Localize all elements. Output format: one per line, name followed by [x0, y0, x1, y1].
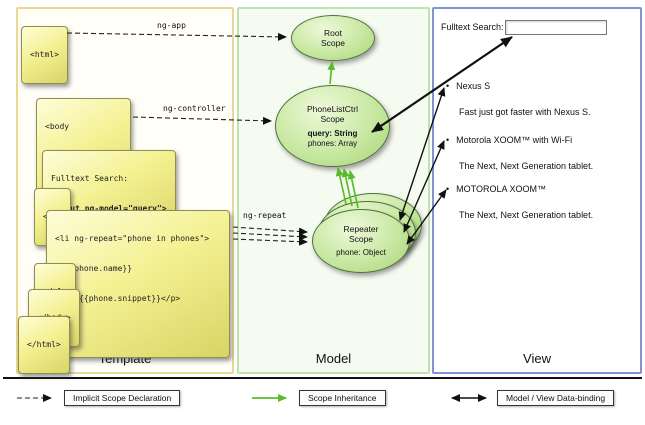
view-item-desc: The Next, Next Generation tablet.	[459, 161, 594, 171]
legend-inheritance: Scope Inheritance	[250, 390, 386, 406]
model-panel-label: Model	[315, 351, 352, 366]
phonelistctrl-scope: PhoneListCtrl Scope query: String phones…	[275, 85, 390, 167]
repeater-scope: Repeater Scope phone: Object	[312, 209, 410, 273]
view-item: Nexus S Fast just got faster with Nexus …	[446, 80, 628, 118]
view-item: Motorola XOOM™ with Wi-Fi The Next, Next…	[446, 134, 628, 172]
scope-prop: phone: Object	[336, 248, 386, 257]
legend-divider	[3, 377, 642, 379]
view-panel-label: View	[523, 351, 551, 366]
legend-binding: Model / View Data-binding	[448, 390, 615, 406]
scope-title-line: Scope	[320, 38, 346, 48]
code-box-html-close: </html>	[18, 316, 70, 374]
legend-label: Scope Inheritance	[299, 390, 386, 406]
view-search-label: Fulltext Search:	[441, 22, 504, 32]
code-line: <li ng-repeat="phone in phones">	[55, 234, 210, 243]
scope-title-line: Repeater	[343, 224, 379, 234]
ng-controller-label: ng-controller	[163, 104, 226, 113]
view-item-title: Motorola XOOM™ with Wi-Fi	[446, 134, 628, 146]
root-scope: Root Scope	[291, 15, 375, 61]
ng-app-label: ng-app	[157, 21, 186, 30]
scope-title-line: PhoneListCtrl	[306, 103, 359, 114]
scope-title-line: Scope	[320, 113, 345, 124]
legend-implicit: Implicit Scope Declaration	[15, 390, 181, 406]
code-line: <p>{{phone.snippet}}</p>	[55, 294, 181, 303]
view-item-desc: The Next, Next Generation tablet.	[459, 210, 594, 220]
view-item: MOTOROLA XOOM™ The Next, Next Generation…	[446, 183, 628, 221]
scope-prop: phones: Array	[307, 138, 358, 148]
dashed-arrow-icon	[17, 394, 52, 402]
view-item-title: Nexus S	[446, 80, 628, 92]
code-box-html-open: <html>	[21, 26, 68, 84]
ng-repeat-label: ng-repeat	[243, 211, 287, 220]
code-line: </li>	[55, 324, 221, 334]
code-line: {{phone.name}}	[55, 264, 133, 273]
legend-label: Implicit Scope Declaration	[64, 390, 181, 406]
code-line: </html>	[27, 340, 61, 349]
scope-title-line: Root	[324, 28, 342, 38]
fulltext-search-input[interactable]	[505, 20, 607, 35]
scope-prop: query: String	[307, 128, 358, 138]
double-arrow-icon	[451, 394, 487, 402]
code-line: <body	[45, 122, 70, 131]
scope-title-line: Scope	[348, 234, 374, 244]
code-line: <html>	[30, 50, 59, 59]
view-item-desc: Fast just got faster with Nexus S.	[459, 107, 591, 117]
view-item-title: MOTOROLA XOOM™	[446, 183, 628, 195]
legend-label: Model / View Data-binding	[497, 390, 615, 406]
code-line: Fulltext Search:	[51, 174, 129, 183]
green-arrow-icon	[252, 394, 287, 402]
model-panel: Model	[237, 7, 430, 374]
